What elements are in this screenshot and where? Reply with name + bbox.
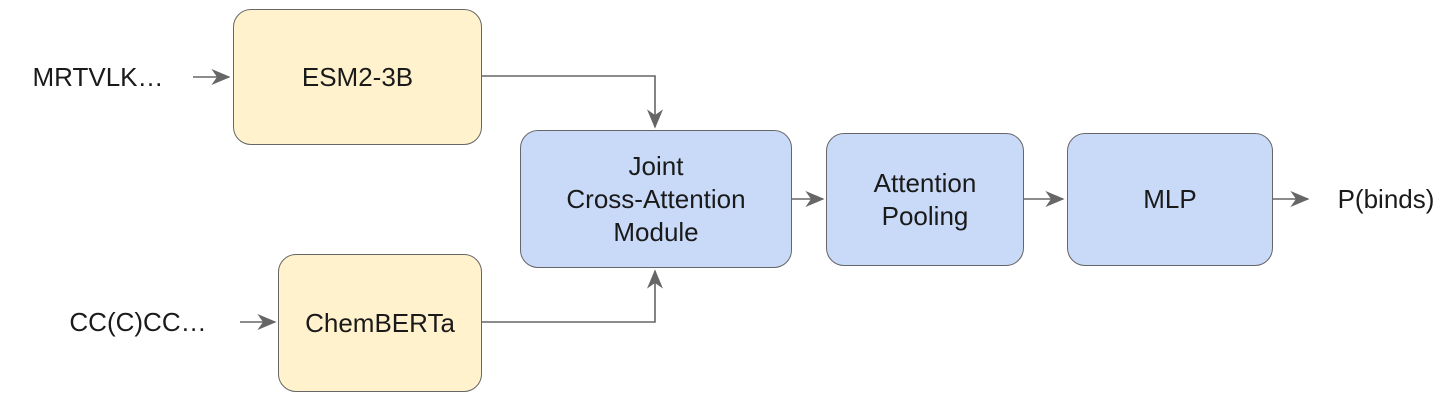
input-protein-sequence-label: MRTVLK… bbox=[32, 61, 164, 92]
input-smiles-label: CC(C)CC… bbox=[69, 306, 207, 337]
output-probability-label: P(binds) bbox=[1337, 183, 1435, 214]
node-joint-label: Joint Cross-Attention Module bbox=[566, 150, 746, 247]
node-esm2-3b-label: ESM2-3B bbox=[301, 61, 414, 92]
node-joint-cross-attention-module: Joint Cross-Attention Module bbox=[520, 130, 792, 268]
node-chemberta: ChemBERTa bbox=[278, 254, 482, 392]
arrow-chemberta-to-joint bbox=[482, 269, 663, 323]
node-chemberta-label: ChemBERTa bbox=[305, 307, 455, 338]
node-attention-pooling: Attention Pooling bbox=[826, 133, 1024, 266]
node-attention-pooling-label: Attention Pooling bbox=[873, 167, 977, 231]
node-mlp-label: MLP bbox=[1143, 184, 1197, 214]
node-esm2-3b: ESM2-3B bbox=[233, 9, 482, 145]
node-mlp: MLP bbox=[1067, 133, 1273, 266]
arrow-esm2-to-joint bbox=[482, 75, 663, 129]
